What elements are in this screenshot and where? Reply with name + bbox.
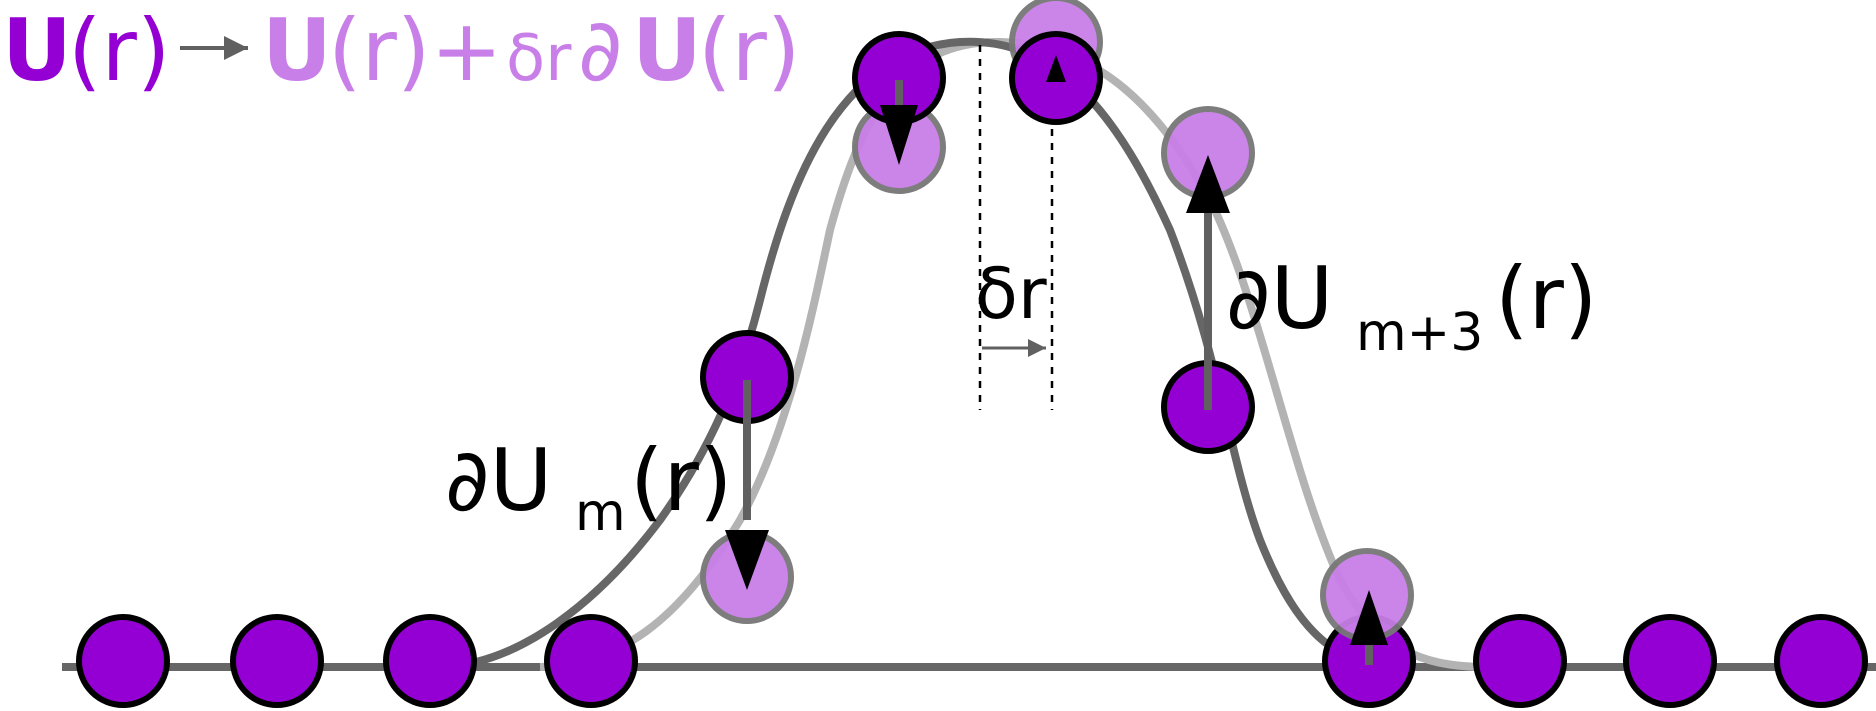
title-rhs-u2: U <box>632 1 702 101</box>
title-rhs-u: U <box>262 1 332 101</box>
arrow-icon <box>1350 590 1388 645</box>
title-partial: ∂ <box>578 1 622 101</box>
arrow-icon <box>880 105 918 165</box>
du-m-arg: (r) <box>630 431 732 531</box>
du-m3-main: ∂U <box>1226 249 1333 349</box>
arrow-icon <box>1186 155 1230 213</box>
particle <box>230 614 324 708</box>
arrow-icon <box>1046 55 1066 82</box>
delta-r-label: δr <box>975 253 1047 335</box>
title-delta-r: δr <box>506 22 572 96</box>
title-lhs-u: U <box>2 1 72 101</box>
particle <box>383 614 477 708</box>
arrow-icon <box>725 530 769 590</box>
particle <box>1473 614 1567 708</box>
du-m-sub: m <box>575 483 626 543</box>
du-m3-sub: m+3 <box>1356 303 1483 363</box>
du-m-label: ∂U m (r) <box>445 431 732 543</box>
du-m-main: ∂U <box>445 431 552 531</box>
original-wave-curve <box>439 37 1401 671</box>
title-rhs-arg2: (r) <box>698 1 800 101</box>
particle <box>1623 614 1717 708</box>
title-rhs-arg: (r)+ <box>328 1 503 101</box>
baseline-particles-left <box>76 614 638 708</box>
baseline-particles-right <box>1322 614 1868 708</box>
displacement-arrows <box>725 55 1388 665</box>
particle <box>544 614 638 708</box>
du-m3-arg: (r) <box>1495 249 1597 349</box>
title-lhs-arg: (r) <box>68 1 170 101</box>
particle <box>1774 614 1868 708</box>
du-m3-label: ∂U m+3 (r) <box>1226 249 1597 363</box>
title-equation: U (r) U (r)+ δr ∂ U (r) <box>2 1 800 101</box>
particle <box>76 614 170 708</box>
